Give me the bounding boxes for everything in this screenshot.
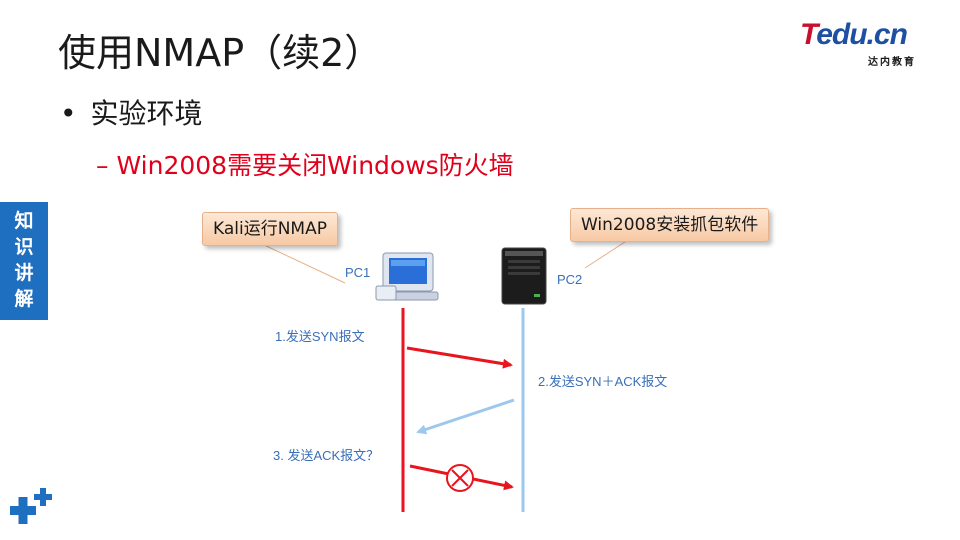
pc2-server-icon <box>501 247 547 305</box>
side-tab: 知 识 讲 解 <box>0 202 48 320</box>
tedu-logo: Tedu.cn 达内教育 <box>800 18 940 68</box>
logo-tagline: 达内教育 <box>868 57 916 68</box>
callout-pc1: Kali运行NMAP <box>202 212 338 246</box>
side-tab-char: 讲 <box>14 262 34 284</box>
blocked-x-icon <box>446 464 474 492</box>
callout-pointer <box>584 239 629 269</box>
pc1-computer-icon <box>375 252 439 301</box>
side-tab-char: 解 <box>14 288 34 310</box>
callout-pointer <box>261 243 346 284</box>
logo-rest: edu.cn <box>816 18 908 51</box>
side-tab-char: 识 <box>14 236 34 258</box>
plus-decoration-icon <box>10 488 52 524</box>
synack-arrow <box>416 398 515 435</box>
step1-label: 1.发送SYN报文 <box>275 329 365 344</box>
logo-letter: T <box>800 18 817 51</box>
step3-label: 3. 发送ACK报文？ <box>273 448 379 463</box>
bullet-dot-icon: • <box>60 97 77 130</box>
logo-wordmark: Tedu.cn <box>800 18 908 52</box>
pc2-label: PC2 <box>557 272 582 287</box>
pc1-label: PC1 <box>345 265 370 280</box>
step2-label: 2.发送SYN＋ACK报文 <box>538 374 667 389</box>
bullet-text: 实验环境 <box>90 97 203 130</box>
syn-arrow <box>406 346 513 369</box>
bullet-item: • 实验环境 <box>60 92 203 132</box>
sub-bullet-text: Win2008需要关闭Windows防火墙 <box>116 151 514 180</box>
side-tab-char: 知 <box>14 210 34 232</box>
dash-icon: – <box>96 151 109 180</box>
callout-pc2: Win2008安装抓包软件 <box>570 208 770 242</box>
sub-bullet-item: –Win2008需要关闭Windows防火墙 <box>96 146 514 182</box>
page-title: 使用NMAP（续2） <box>58 31 383 75</box>
